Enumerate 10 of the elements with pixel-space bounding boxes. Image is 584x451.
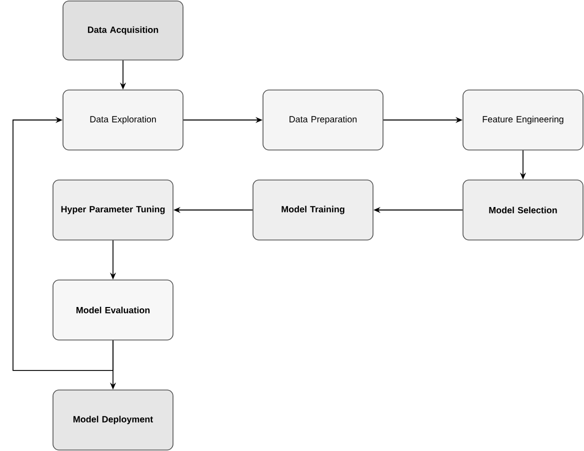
process-box: Data Exploration	[62, 90, 184, 150]
process-box: Model Training	[252, 180, 374, 240]
process-box: Data Preparation	[262, 90, 384, 150]
process-box: Model Deployment	[52, 390, 174, 450]
process-box: Hyper Parameter Tuning	[52, 180, 174, 240]
process-box: Feature Engineering	[462, 90, 584, 150]
process-box: Model Evaluation	[52, 280, 174, 340]
process-box: Model Selection	[462, 180, 584, 240]
process-box: Data Acquisition	[62, 0, 184, 60]
arrow	[12, 116, 114, 371]
